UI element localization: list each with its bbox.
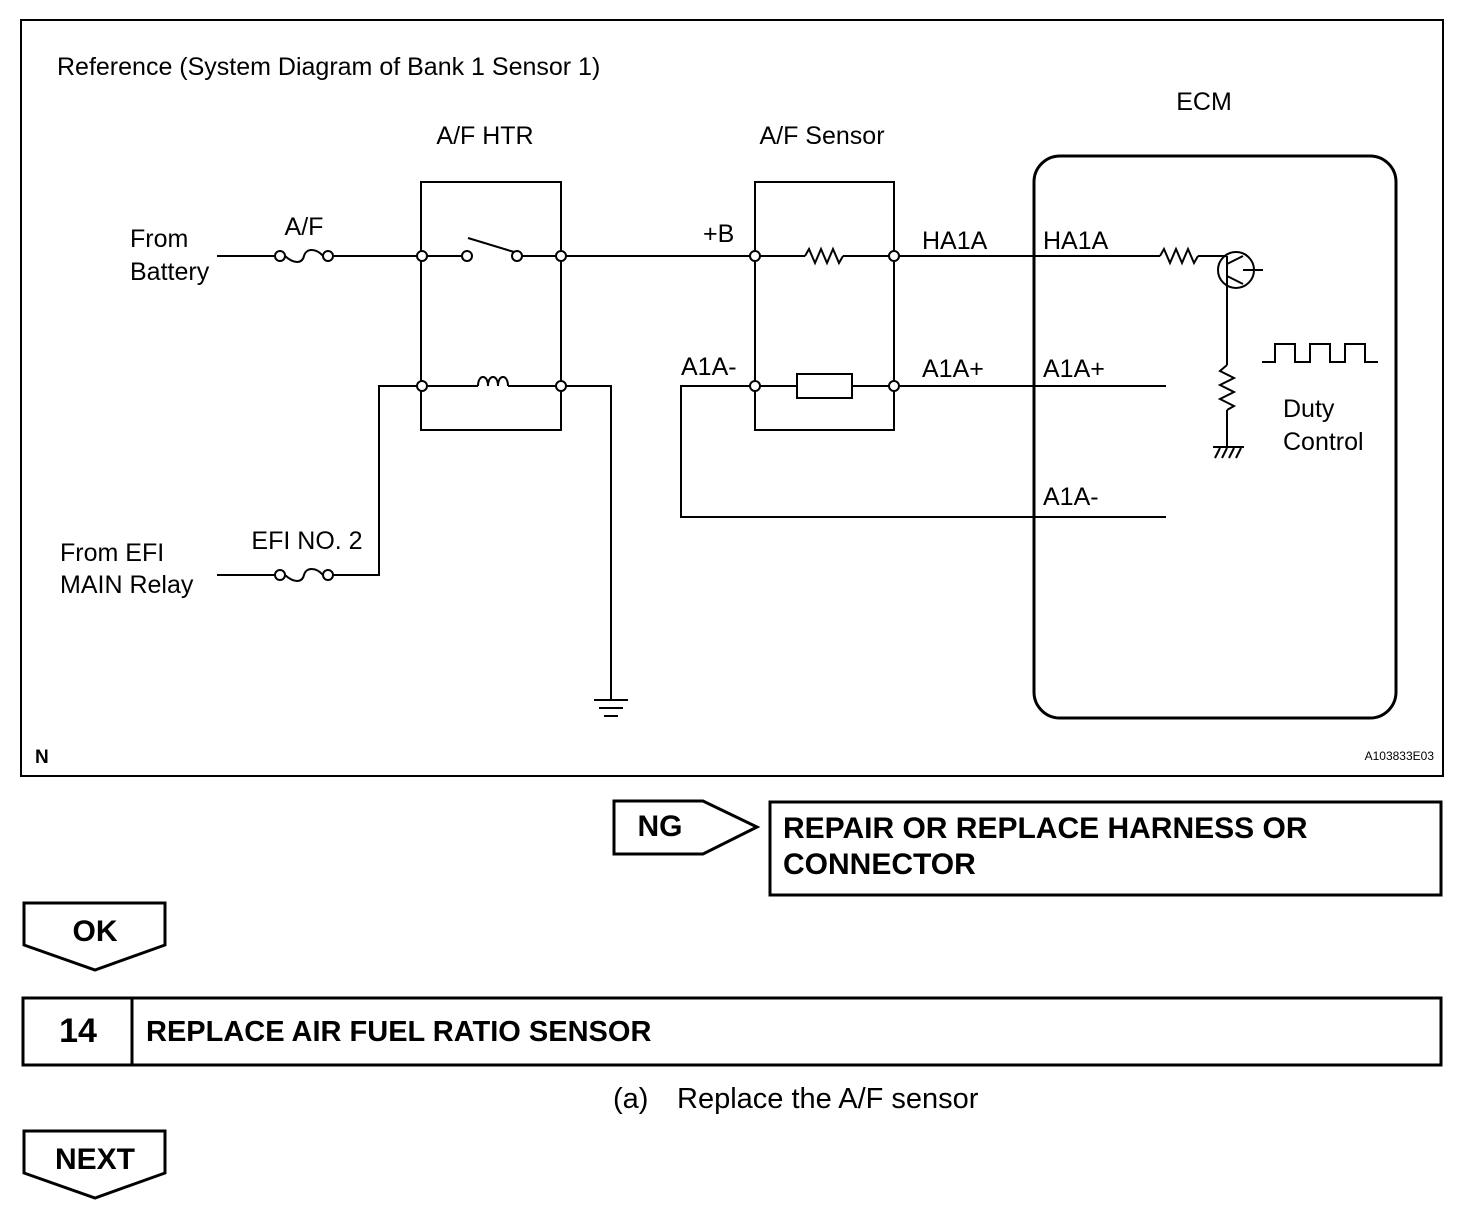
next-label: NEXT (55, 1143, 135, 1176)
af-sensor-unit (749, 181, 900, 431)
duty-control-label-line1: Duty (1283, 395, 1335, 423)
terminal-a1a-plus-sensor: A1A+ (922, 355, 984, 383)
step-number: 14 (59, 1012, 97, 1050)
efi-circuit (217, 385, 417, 582)
af-sensor-label: A/F Sensor (759, 122, 884, 150)
diagram-title: Reference (System Diagram of Bank 1 Sens… (57, 53, 600, 81)
terminal-a1a-plus-ecm: A1A+ (1043, 355, 1105, 383)
from-efi-label-line2: MAIN Relay (60, 571, 194, 599)
terminal-ha1a-sensor: HA1A (922, 227, 988, 255)
next-branch[interactable]: NEXT (22, 1129, 167, 1200)
af-htr-label: A/F HTR (436, 122, 533, 150)
ecm-heater-driver (1159, 246, 1378, 459)
ok-branch[interactable]: OK (22, 901, 167, 972)
heater-resistor-symbol (804, 246, 844, 266)
relay-coil-symbol (477, 376, 509, 387)
ecm-label: ECM (1176, 88, 1232, 116)
terminal-plus-b: +B (703, 220, 734, 248)
from-battery-label-line1: From (130, 225, 188, 253)
ng-branch[interactable]: NG (612, 799, 761, 856)
sensor-element-symbol (796, 373, 853, 399)
substep-text: Replace the A/F sensor (677, 1083, 979, 1115)
relay-switch-blade (467, 237, 515, 253)
step-title: REPLACE AIR FUEL RATIO SENSOR (146, 1016, 651, 1048)
af-fuse-symbol (284, 249, 324, 263)
ng-action-box[interactable] (768, 800, 1443, 897)
ecm-pulldown-resistor-symbol (1217, 364, 1237, 411)
efi-fuse-label: EFI NO. 2 (251, 527, 362, 555)
diagram-frame (20, 19, 1444, 777)
diagram-corner-mark: N (35, 747, 49, 768)
af-sensor-box (754, 181, 895, 431)
ok-arrow-tag[interactable] (22, 901, 167, 972)
step-box (21, 996, 1443, 1067)
terminal-ha1a-ecm: HA1A (1043, 227, 1109, 255)
ng-action-line2: CONNECTOR (783, 848, 976, 881)
terminal-a1a-minus-ecm: A1A- (1043, 483, 1099, 511)
duty-pulse-waveform-icon (1262, 343, 1378, 363)
ok-label: OK (73, 915, 118, 948)
battery-circuit (217, 249, 417, 263)
wire-a1a-minus (680, 385, 1166, 518)
duty-control-label-line2: Control (1283, 428, 1364, 456)
af-htr-relay (416, 181, 567, 431)
ecm-box (1032, 154, 1398, 720)
terminal-a1a-minus-sensor: A1A- (681, 353, 737, 381)
next-arrow-tag[interactable] (22, 1129, 167, 1200)
ecm-resistor-symbol (1159, 246, 1199, 266)
ng-arrow-tag[interactable] (612, 799, 761, 856)
from-efi-label-line1: From EFI (60, 539, 164, 567)
from-battery-label-line2: Battery (130, 258, 210, 286)
af-fuse-label: A/F (285, 213, 324, 241)
ng-label: NG (638, 810, 683, 843)
af-htr-box (420, 181, 562, 431)
substep-marker: (a) (613, 1083, 648, 1115)
efi-fuse-symbol (284, 568, 324, 582)
relay-ground-circuit (566, 385, 628, 717)
ng-action-line1: REPAIR OR REPLACE HARNESS OR (783, 812, 1308, 845)
figure-id: A103833E03 (1365, 749, 1435, 763)
